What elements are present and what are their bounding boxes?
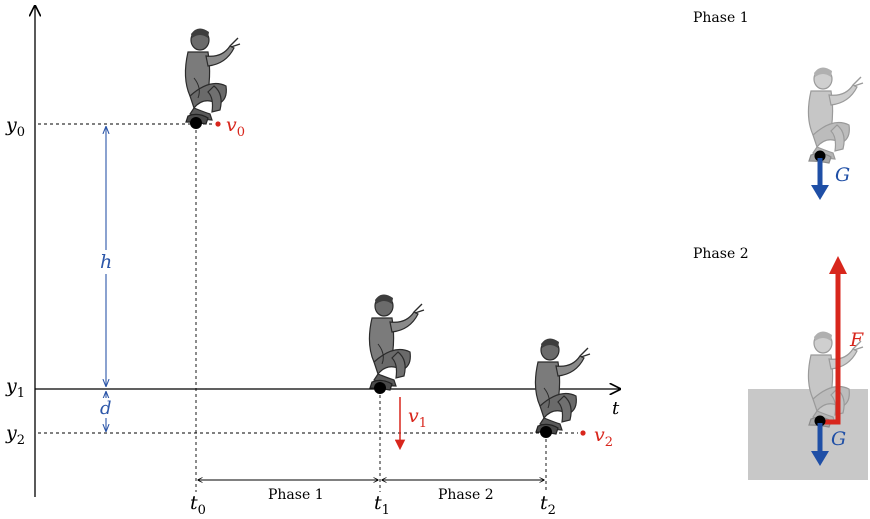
v2-dot <box>580 430 586 436</box>
phase2-gravity-arrowhead <box>811 451 829 466</box>
mass-point-y1 <box>374 382 386 394</box>
phase2-panel-title: Phase 2 <box>693 246 749 262</box>
phase2-gravity-label: G <box>831 428 846 450</box>
jumper-figure-lowest <box>534 337 591 435</box>
reaction-force-arrowhead <box>829 256 847 274</box>
mass-point-y2 <box>540 426 552 438</box>
depth-d-label: d <box>100 398 112 419</box>
phase2-interval-label: Phase 2 <box>438 487 494 503</box>
phase1-interval-label: Phase 1 <box>268 487 324 503</box>
mass-point-y0 <box>190 117 202 129</box>
time-axis-label: t <box>612 398 620 419</box>
reaction-force-arrow <box>820 272 841 425</box>
height-h-label: h <box>100 251 112 273</box>
phase1-mass-point <box>814 150 826 162</box>
t2-label: t2 <box>540 492 556 518</box>
phase1-panel-title: Phase 1 <box>693 10 749 26</box>
phase1-gravity-label: G <box>835 164 850 186</box>
y1-label: y1 <box>5 375 25 401</box>
reaction-force-label: F <box>849 329 864 351</box>
v1-label: v1 <box>408 405 427 431</box>
jumper-figure-top <box>184 27 241 125</box>
phase1-gravity-arrowhead <box>811 185 829 200</box>
ground-block <box>748 389 868 480</box>
phase1-jumper-figure <box>807 66 864 164</box>
jumper-figure-landing <box>368 293 425 391</box>
v2-label: v2 <box>594 424 613 450</box>
y0-label: y0 <box>5 114 25 140</box>
y2-label: y2 <box>5 422 25 448</box>
t0-label: t0 <box>190 492 206 518</box>
t1-label: t1 <box>374 492 390 518</box>
v0-label: v0 <box>226 114 245 140</box>
v0-dot <box>215 121 221 127</box>
phase2-mass-point <box>814 415 826 427</box>
